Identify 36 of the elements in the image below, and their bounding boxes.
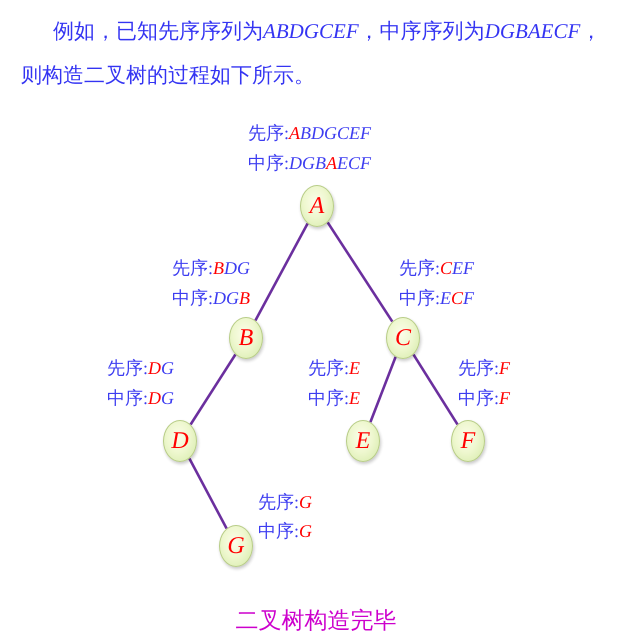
tree-edge bbox=[412, 354, 459, 426]
node-letter: F bbox=[460, 429, 476, 453]
node-letter: B bbox=[238, 326, 254, 350]
node-letter: C bbox=[394, 326, 411, 350]
node-letter: E bbox=[356, 429, 370, 453]
tree-node bbox=[386, 317, 420, 359]
traversal-label: 中序:DGBAECF bbox=[248, 152, 372, 174]
intro-text: 例如，已知先序序列为ABDGCEF，中序序列为DGBAECF，则构造二叉树的过程如下所示。 bbox=[21, 18, 602, 89]
tree-node bbox=[163, 420, 197, 462]
tree-node bbox=[451, 420, 485, 462]
traversal-label: 中序:DGB bbox=[172, 287, 250, 309]
traversal-label: 中序:G bbox=[258, 520, 312, 542]
node-letter: A bbox=[310, 194, 324, 218]
traversal-label: 先序:CEF bbox=[399, 257, 474, 279]
traversal-label: 先序:BDG bbox=[172, 257, 250, 279]
traversal-label: 先序:E bbox=[308, 357, 360, 379]
traversal-label: 中序:ECF bbox=[399, 287, 474, 309]
traversal-label: 中序:E bbox=[308, 387, 360, 409]
tree-node bbox=[229, 317, 263, 359]
node-letter: G bbox=[227, 534, 245, 558]
tree-edge bbox=[369, 356, 397, 423]
caption: 二叉树构造完毕 bbox=[236, 607, 396, 635]
tree-node bbox=[300, 185, 334, 227]
traversal-label: 中序:F bbox=[458, 387, 510, 409]
tree-node bbox=[219, 525, 253, 567]
tree-node bbox=[346, 420, 380, 462]
traversal-label: 先序:G bbox=[258, 491, 312, 513]
tree-edge bbox=[188, 458, 228, 530]
tree-edge bbox=[254, 222, 309, 322]
traversal-label: 先序:F bbox=[458, 357, 510, 379]
traversal-label: 中序:DG bbox=[107, 387, 174, 409]
tree-edge bbox=[190, 354, 236, 426]
traversal-label: 先序:DG bbox=[107, 357, 174, 379]
node-letter: D bbox=[171, 429, 189, 453]
traversal-label: 先序:ABDGCEF bbox=[248, 122, 372, 144]
tree-edge bbox=[326, 222, 394, 322]
